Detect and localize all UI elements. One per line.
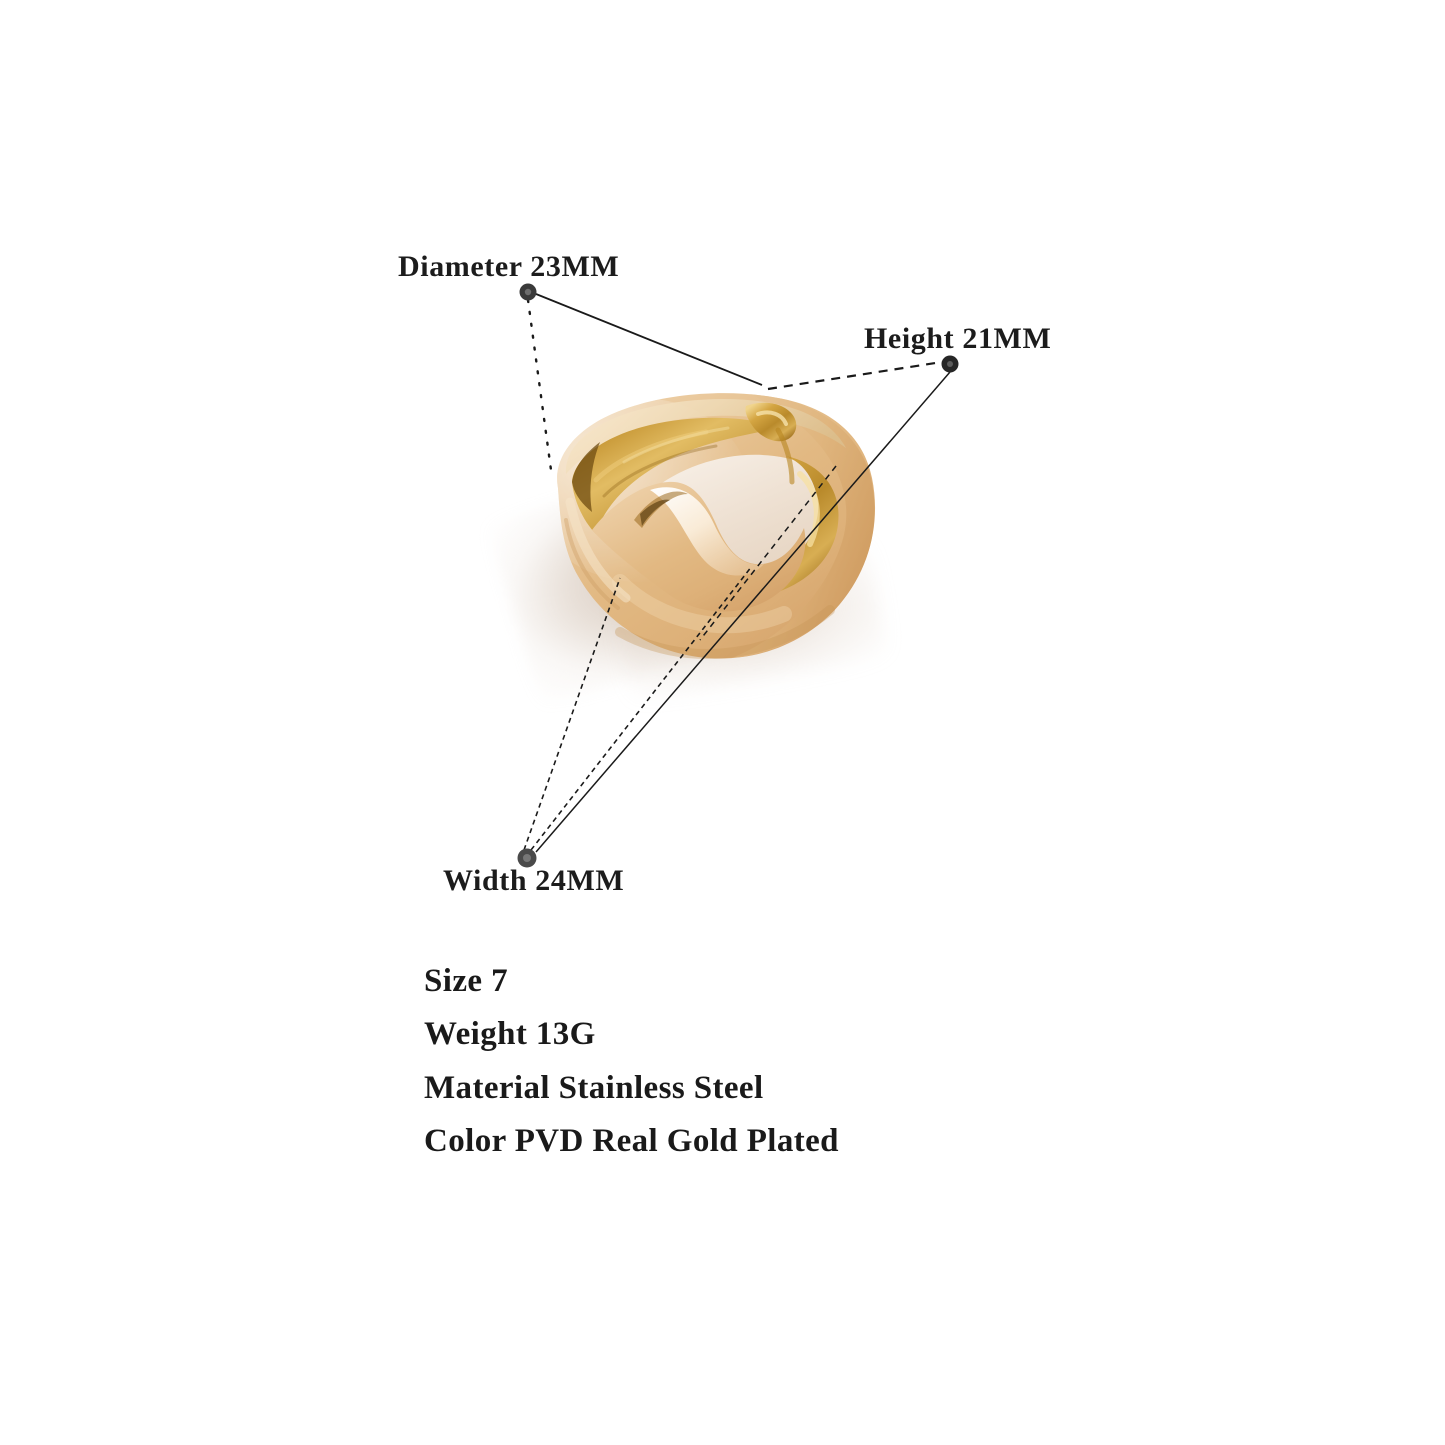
height-label: Height 21MM xyxy=(864,322,1052,355)
diameter-marker-dot-core xyxy=(524,288,532,296)
spec-line-material: Material Stainless Steel xyxy=(424,1069,764,1106)
width-marker-dot-core xyxy=(523,854,531,862)
width-label: Width 24MM xyxy=(443,864,625,897)
ring-product-photo xyxy=(486,370,920,707)
ring-illustration xyxy=(557,393,876,659)
spec-line-weight: Weight 13G xyxy=(424,1016,596,1053)
spec-line-color: Color PVD Real Gold Plated xyxy=(424,1123,839,1160)
height-marker-dot-core xyxy=(947,361,953,367)
diameter-marker-dot xyxy=(519,283,537,301)
diameter-label: Diameter 23MM xyxy=(398,250,620,283)
spec-line-size: Size 7 xyxy=(424,963,508,999)
height-marker-dot xyxy=(941,355,959,373)
specification-list: Size 7 Weight 13G Material Stainless Ste… xyxy=(424,955,1044,1169)
